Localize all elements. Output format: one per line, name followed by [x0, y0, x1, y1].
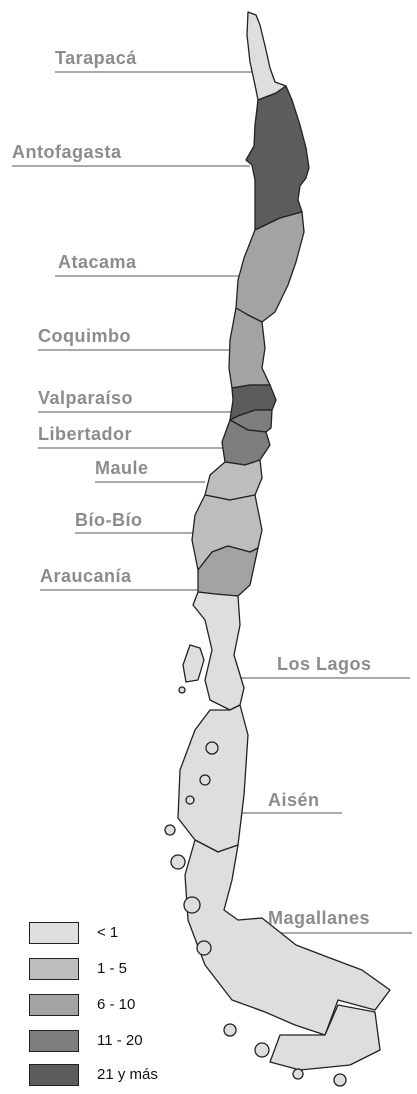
- island-chiloe: [182, 644, 205, 683]
- region-antofagasta[interactable]: [245, 85, 310, 231]
- legend-label-1-5: 1 - 5: [97, 960, 128, 977]
- legend-label-21-mas: 21 y más: [97, 1066, 158, 1083]
- label-tarapaca: Tarapacá: [55, 48, 137, 68]
- legend-swatch-lt1: [29, 922, 79, 944]
- label-antofagasta: Antofagasta: [12, 142, 122, 162]
- label-araucania: Araucanía: [40, 566, 132, 586]
- label-atacama: Atacama: [58, 252, 137, 272]
- region-araucania[interactable]: [197, 545, 259, 597]
- label-libertador: Libertador: [38, 424, 133, 444]
- legend-swatch-6-10: [29, 994, 79, 1016]
- small-islands: [164, 686, 347, 1087]
- legend-swatch-11-20: [29, 1030, 79, 1052]
- region-atacama[interactable]: [235, 211, 305, 323]
- region-magallanes[interactable]: [184, 839, 391, 1036]
- label-biobio: Bío-Bío: [75, 510, 143, 530]
- region-aisen[interactable]: [177, 704, 249, 853]
- legend-swatch-21-mas: [29, 1064, 79, 1086]
- label-magallanes: Magallanes: [268, 908, 371, 928]
- label-maule: Maule: [95, 458, 149, 478]
- region-tarapaca[interactable]: [246, 11, 287, 101]
- legend-label-6-10: 6 - 10: [97, 996, 136, 1013]
- legend-label-lt1: < 1: [97, 924, 119, 941]
- label-loslagos: Los Lagos: [277, 654, 372, 674]
- label-valparaiso: Valparaíso: [38, 388, 134, 408]
- legend-swatch-1-5: [29, 958, 79, 980]
- label-coquimbo: Coquimbo: [38, 326, 131, 346]
- island-tierra-del-fuego: [269, 1004, 381, 1071]
- region-maule[interactable]: [204, 459, 263, 501]
- legend-label-11-20: 11 - 20: [97, 1032, 143, 1049]
- label-aisen: Aisén: [268, 790, 320, 810]
